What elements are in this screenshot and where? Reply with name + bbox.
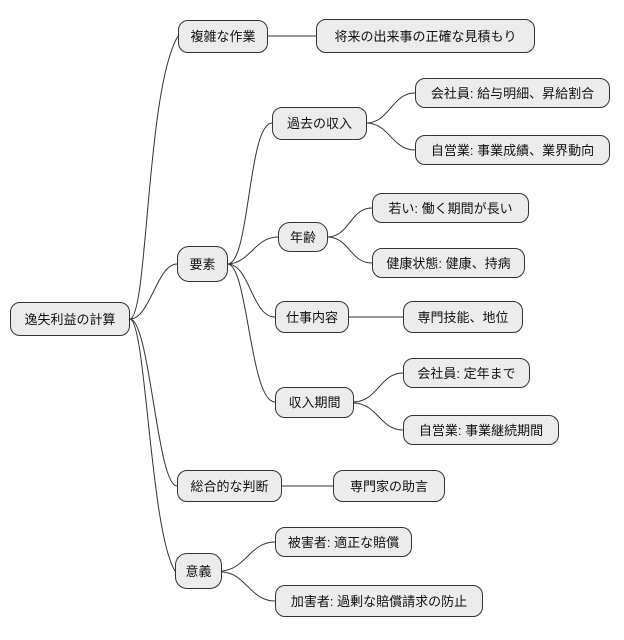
- node-complex-task: 複雑な作業: [178, 20, 268, 53]
- edge-factors-income-period: [227, 263, 276, 403]
- node-employee-payslip: 会社員: 給与明細、昇給割合: [415, 78, 610, 108]
- node-victim-fair-compensation: 被害者: 適正な賠償: [275, 527, 412, 557]
- node-significance: 意義: [175, 553, 222, 589]
- edge-income-period-duration: [353, 402, 404, 431]
- node-young-longer-work: 若い: 働く期間が長い: [372, 193, 529, 223]
- node-past-income: 過去の収入: [272, 107, 367, 140]
- node-root-lost-profit-calculation: 逸失利益の計算: [10, 302, 130, 336]
- edge-factors-past-income: [227, 122, 273, 265]
- node-income-period: 収入期間: [275, 387, 354, 418]
- edge-income-period-retirement: [353, 372, 404, 403]
- edge-age-young: [327, 207, 373, 238]
- node-employee-until-retirement: 会社員: 定年まで: [403, 358, 530, 388]
- edge-factors-age: [227, 236, 279, 265]
- node-factors: 要素: [177, 246, 228, 282]
- edge-significance-perpetrator: [221, 571, 276, 602]
- node-self-employed-business-duration: 自営業: 事業継続期間: [403, 415, 559, 445]
- node-job-content: 仕事内容: [275, 301, 349, 333]
- node-health-condition: 健康状態: 健康、持病: [372, 248, 525, 278]
- edge-past-income-employee: [366, 92, 416, 124]
- node-self-employed-performance: 自営業: 事業成績、業界動向: [415, 135, 610, 165]
- edge-root-significance: [129, 318, 176, 572]
- edge-age-health: [327, 236, 373, 264]
- node-special-skills-status: 専門技能、地位: [403, 301, 523, 333]
- edge-factors-job: [227, 263, 276, 318]
- node-age: 年齢: [278, 222, 328, 252]
- node-comprehensive-judgment: 総合的な判断: [177, 470, 282, 502]
- node-perpetrator-excess-claim-prevention: 加害者: 過剰な賠償請求の防止: [275, 585, 483, 617]
- edge-root-complex-task: [129, 35, 179, 320]
- edge-significance-victim: [221, 541, 276, 572]
- node-expert-advice: 専門家の助言: [333, 470, 445, 502]
- edge-past-income-self-employed: [366, 122, 416, 151]
- edge-root-judgment: [129, 318, 178, 487]
- node-future-event-estimate: 将来の出来事の正確な見積もり: [316, 19, 535, 53]
- edge-root-factors: [129, 263, 178, 320]
